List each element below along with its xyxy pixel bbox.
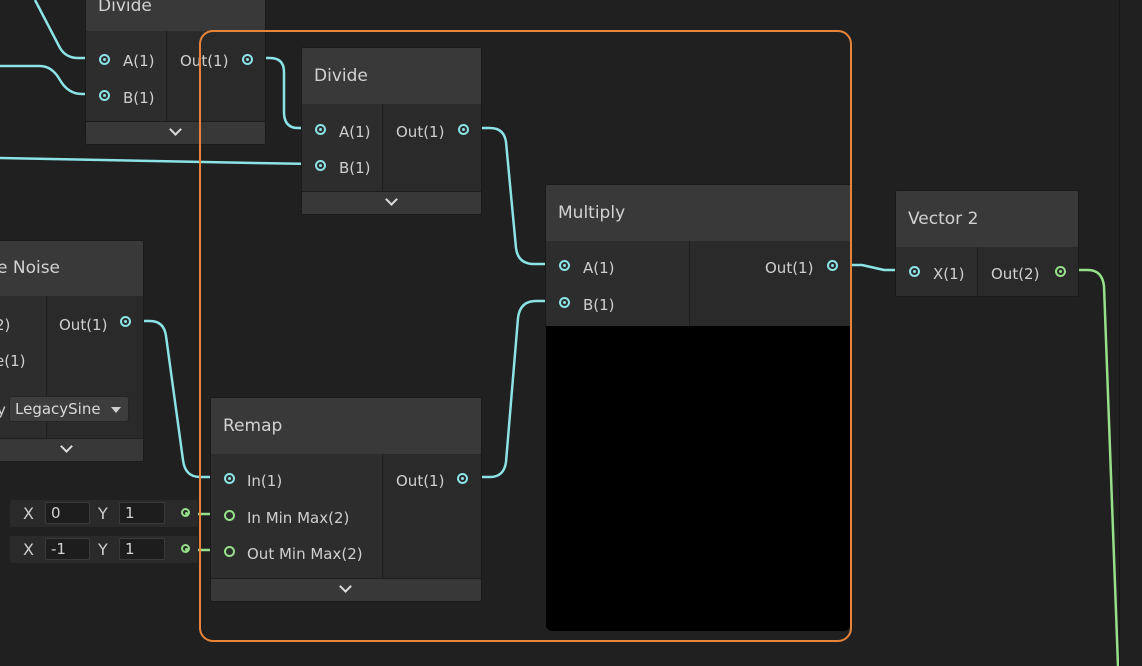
output-column: [382, 104, 481, 192]
port-out-label: Out(1): [180, 52, 229, 70]
expand-bar[interactable]: [86, 121, 265, 144]
port-in-icon[interactable]: [224, 473, 235, 484]
chevron-down-icon[interactable]: [384, 193, 398, 206]
port-b-label: B(1): [339, 159, 371, 177]
canvas-scrollbar-gutter: [1119, 0, 1120, 666]
in-min-max-field: X 0 Y 1: [10, 500, 198, 527]
expand-bar[interactable]: [302, 191, 481, 214]
port-label: 2): [0, 316, 11, 334]
node-title: e Noise: [0, 241, 143, 296]
noise-node[interactable]: e Noise 2) e(1) y Out(1): [0, 240, 144, 462]
chevron-down-icon[interactable]: [60, 440, 73, 453]
port-a-label: A(1): [339, 123, 371, 141]
input-column: [86, 31, 166, 122]
x-axis-label: X: [23, 540, 34, 559]
port-out-label: Out(2): [991, 265, 1040, 283]
port-out-icon[interactable]: [457, 473, 468, 484]
input-column: [211, 454, 382, 579]
port-a-icon[interactable]: [99, 54, 110, 65]
expand-bar[interactable]: [0, 438, 143, 461]
expand-bar[interactable]: [211, 578, 481, 601]
port-out-label: Out(1): [396, 123, 445, 141]
dropdown-prefix-label: y: [0, 401, 6, 419]
port-in-label: In(1): [247, 472, 283, 490]
triangle-down-icon: [111, 407, 121, 413]
vector2-node[interactable]: Vector 2 X(1) Out(2): [895, 190, 1079, 297]
divide-node[interactable]: Divide A(1) B(1) Out(1): [301, 47, 482, 215]
noise-type-dropdown[interactable]: LegacySine: [9, 396, 129, 422]
divide-node-top[interactable]: Divide A(1) B(1) Out(1): [85, 0, 266, 145]
port-out-icon[interactable]: [242, 54, 253, 65]
port-b-label: B(1): [123, 89, 155, 107]
port-b-icon[interactable]: [559, 297, 570, 308]
node-title: Divide: [86, 0, 265, 31]
port-b-label: B(1): [583, 296, 615, 314]
y-axis-label: Y: [98, 540, 108, 559]
multiply-node[interactable]: Multiply A(1) B(1) Out(1): [545, 184, 852, 328]
port-out-min-max-label: Out Min Max(2): [247, 545, 363, 563]
y-value-input[interactable]: 1: [119, 502, 165, 524]
port-out-min-max-icon[interactable]: [224, 546, 235, 557]
output-column: [689, 241, 851, 327]
port-b-icon[interactable]: [99, 90, 110, 101]
port-a-label: A(1): [583, 259, 615, 277]
chevron-down-icon[interactable]: [168, 123, 182, 136]
port-b-icon[interactable]: [315, 160, 326, 171]
x-value-input[interactable]: -1: [45, 538, 90, 560]
port-a-icon[interactable]: [315, 124, 326, 135]
port-out-icon[interactable]: [458, 124, 469, 135]
node-title: Vector 2: [896, 191, 1078, 247]
port-out-label: Out(1): [59, 316, 108, 334]
x-value-input[interactable]: 0: [45, 502, 90, 524]
port-out-label: Out(1): [396, 472, 445, 490]
input-column: [546, 241, 689, 327]
port-icon[interactable]: [181, 508, 190, 517]
input-column: [302, 104, 382, 192]
node-title: Multiply: [546, 185, 851, 241]
output-column: [166, 31, 265, 122]
multiply-preview: [546, 326, 850, 631]
remap-node[interactable]: Remap In(1) In Min Max(2) Out Min Max(2)…: [210, 397, 482, 602]
port-in-min-max-label: In Min Max(2): [247, 509, 350, 527]
x-axis-label: X: [23, 504, 34, 523]
chevron-down-icon[interactable]: [339, 580, 352, 593]
out-min-max-field: X -1 Y 1: [10, 536, 198, 563]
y-value-input[interactable]: 1: [119, 538, 165, 560]
port-a-icon[interactable]: [559, 260, 570, 271]
port-icon[interactable]: [181, 544, 190, 553]
port-label: e(1): [0, 352, 26, 370]
port-x-icon[interactable]: [909, 266, 920, 277]
port-out-icon[interactable]: [120, 316, 131, 327]
port-out-icon[interactable]: [827, 260, 838, 271]
node-title: Remap: [211, 398, 481, 454]
dropdown-value: LegacySine: [15, 400, 101, 418]
y-axis-label: Y: [98, 504, 108, 523]
node-title: Divide: [302, 48, 481, 104]
port-in-min-max-icon[interactable]: [224, 510, 235, 521]
wire-offscreen-to-divide-top-b: [0, 64, 98, 96]
port-x-label: X(1): [933, 265, 965, 283]
wire-offscreen-to-divide-mid-b: [0, 156, 315, 166]
port-out-label: Out(1): [765, 259, 814, 277]
port-out-icon[interactable]: [1055, 266, 1066, 277]
port-a-label: A(1): [123, 52, 155, 70]
wire-vector2-out: [1065, 268, 1120, 666]
